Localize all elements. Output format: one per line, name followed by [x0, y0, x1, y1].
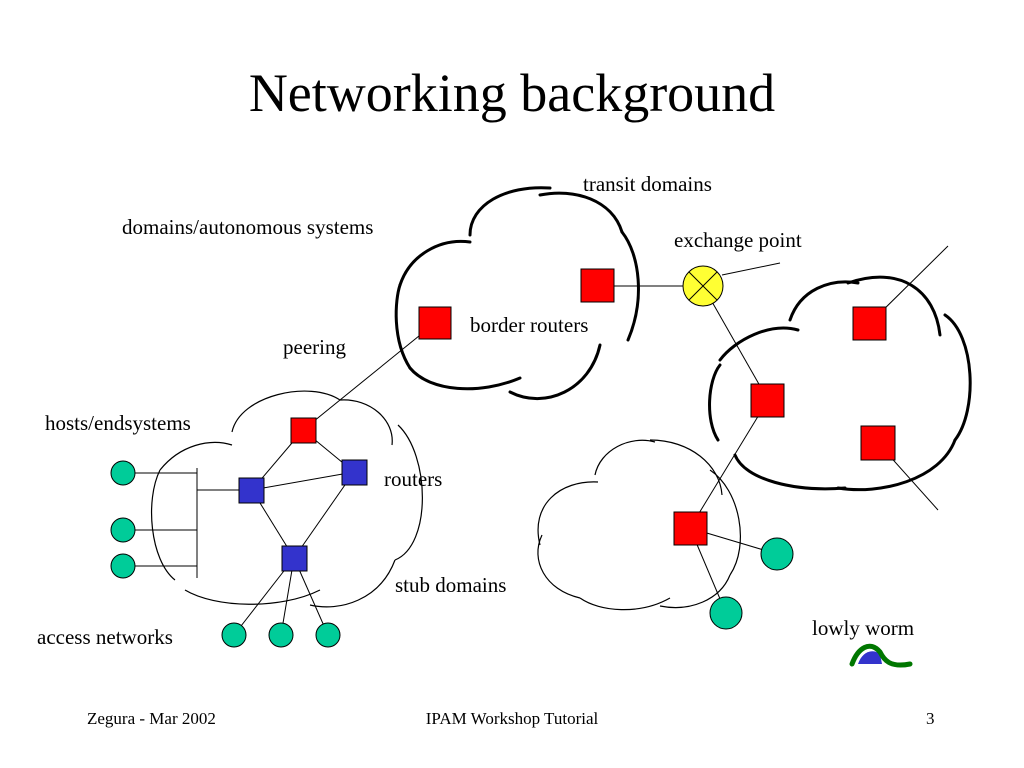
host	[760, 537, 794, 571]
label-access-networks: access networks	[37, 625, 173, 649]
host	[268, 622, 294, 648]
transit-cloud	[394, 186, 640, 401]
exchange-label-pointer	[721, 262, 781, 276]
border-routers	[290, 268, 896, 546]
left-stub-cloud	[151, 390, 423, 608]
hosts	[110, 460, 794, 648]
right-transit-cloud	[708, 275, 972, 492]
right-stub-cloud	[537, 439, 741, 611]
label-lowly-worm: lowly worm	[812, 616, 914, 640]
host	[110, 553, 136, 579]
border-router	[750, 383, 785, 418]
label-stub-domains: stub domains	[395, 573, 506, 597]
border-router	[580, 268, 615, 303]
label-routers: routers	[384, 467, 442, 491]
label-peering: peering	[283, 335, 346, 359]
label-hosts-endsystems: hosts/endsystems	[45, 411, 191, 435]
footer-page-number: 3	[926, 709, 935, 728]
host	[221, 622, 247, 648]
links	[123, 245, 949, 636]
link-blue-right-bottom	[293, 471, 355, 559]
border-router	[852, 306, 887, 341]
peering-link	[302, 322, 436, 431]
host	[315, 622, 341, 648]
link-blue-blue-top	[251, 471, 355, 491]
footer-author-date: Zegura - Mar 2002	[87, 709, 216, 728]
router	[238, 477, 265, 504]
labels: transit domains domains/autonomous syste…	[37, 172, 914, 649]
label-transit-domains: transit domains	[583, 172, 712, 196]
slide-title: Networking background	[248, 63, 776, 123]
worm-icon	[849, 643, 913, 668]
right-router-to-stub-link	[689, 399, 769, 529]
exchange-to-right-router-link	[702, 285, 769, 401]
routers	[238, 459, 368, 572]
border-router	[418, 306, 452, 340]
label-domains-autonomous-systems: domains/autonomous systems	[122, 215, 373, 239]
host	[110, 460, 136, 486]
host	[110, 517, 136, 543]
host	[709, 596, 743, 630]
router	[281, 545, 308, 572]
border-router	[860, 425, 896, 461]
label-exchange-point: exchange point	[674, 228, 802, 252]
footer-event: IPAM Workshop Tutorial	[425, 709, 599, 728]
exchange-point	[682, 265, 724, 307]
router	[341, 459, 368, 486]
border-router	[290, 417, 317, 444]
border-router	[673, 511, 708, 546]
label-border-routers: border routers	[470, 313, 588, 337]
